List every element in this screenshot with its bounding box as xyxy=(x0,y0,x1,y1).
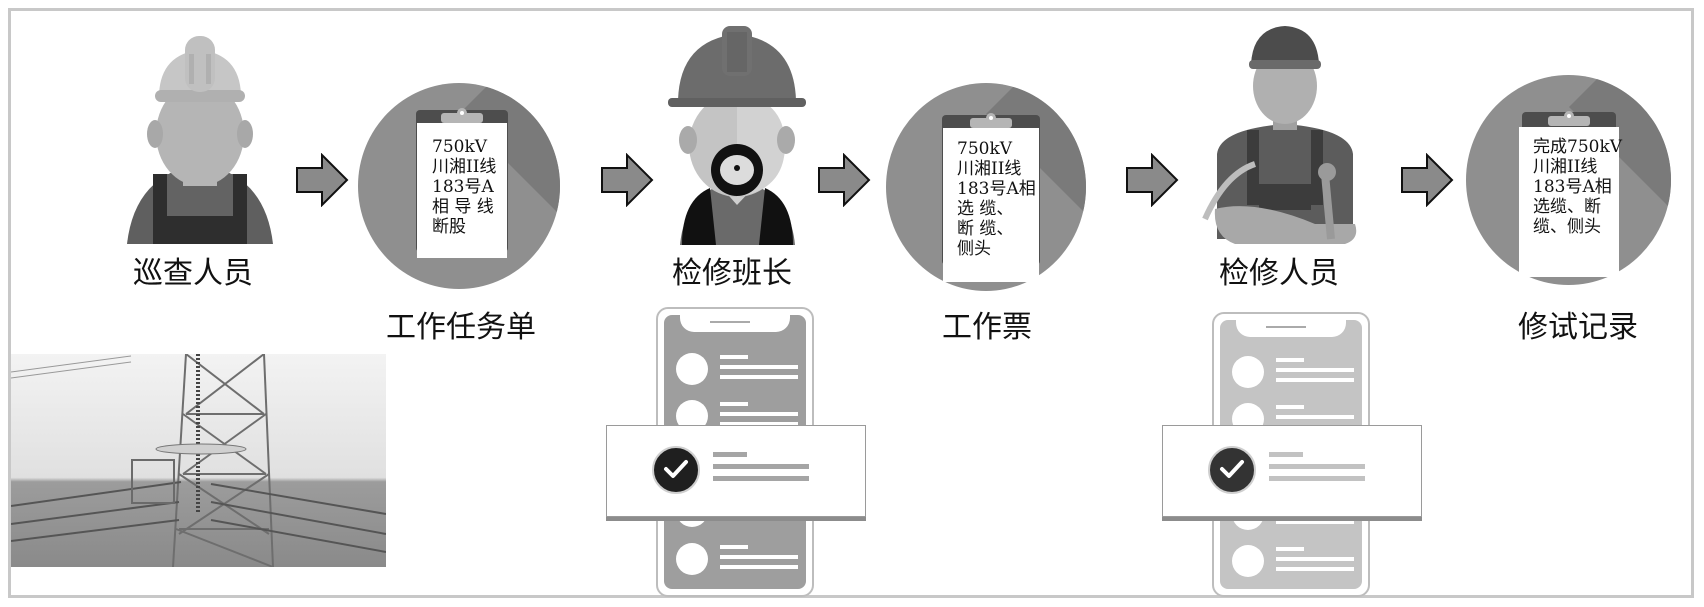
approval-card xyxy=(1162,425,1422,517)
checkmark-icon xyxy=(1208,446,1256,494)
clipboard-clasp-hole xyxy=(457,108,467,118)
transmission-tower-photo xyxy=(11,354,386,567)
arrow-right-icon xyxy=(601,153,654,207)
approval-card xyxy=(606,425,866,517)
actor-label-foreman: 检修班长 xyxy=(672,256,792,291)
document-label-work-ticket: 工作票 xyxy=(942,310,1032,345)
checkmark-icon xyxy=(652,446,700,494)
clipboard-text-work-ticket: 750kV 川湘II线 183号A相 选 缆、 断 缆、 侧头 xyxy=(943,128,1039,282)
mechanic-with-wrench-icon xyxy=(1202,26,1357,244)
document-label-repair-record: 修试记录 xyxy=(1518,310,1638,345)
hardhat-worker-icon xyxy=(127,36,273,244)
bearded-foreman-icon xyxy=(668,26,806,245)
arrow-right-icon xyxy=(1401,153,1454,207)
clipboard-clasp xyxy=(970,118,1012,128)
clipboard-text-repair-record: 完成750kV 川湘II线 183号A相 选缆、断 缆、侧头 xyxy=(1519,127,1622,277)
arrow-right-icon xyxy=(296,153,349,207)
clipboard-clasp xyxy=(1548,116,1590,126)
arrow-right-icon xyxy=(818,153,871,207)
clipboard-clasp xyxy=(441,113,483,123)
document-label-task-order: 工作任务单 xyxy=(386,310,536,345)
defect-highlight-box xyxy=(131,459,175,504)
actor-label-repairer: 检修人员 xyxy=(1219,256,1339,291)
clipboard-clasp-hole xyxy=(986,113,996,123)
clipboard-text-task-order: 750kV 川湘II线 183号A 相 导 线 断股 xyxy=(417,123,507,258)
clipboard-clasp-hole xyxy=(1564,111,1574,121)
actor-label-patrol: 巡查人员 xyxy=(133,256,253,291)
arrow-right-icon xyxy=(1126,153,1179,207)
